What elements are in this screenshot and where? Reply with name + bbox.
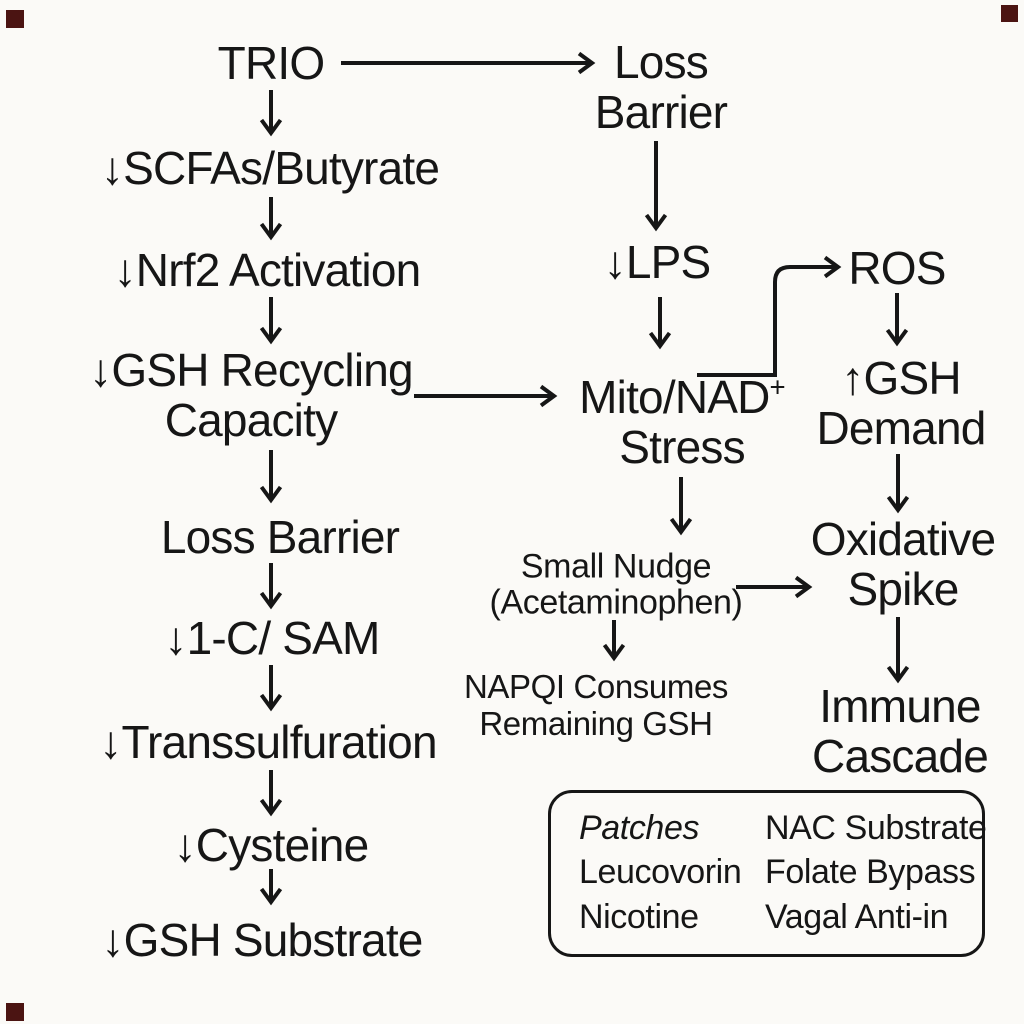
corner-artifact-mark-bottom-left [6,1003,24,1021]
node-oxidative-spike: Oxidative Spike [810,512,996,615]
corner-artifact-mark-top-right [1001,5,1018,22]
node-loss-barrier-top: Loss Barrier [594,35,728,138]
node-scfas-butyrate: ↓SCFAs/Butyrate [100,141,440,194]
patches-title: Patches [579,809,700,847]
nad-plus-superscript: + [769,371,786,403]
node-small-nudge-acetaminophen: Small Nudge (Acetaminophen) [489,547,743,621]
node-immune-cascade: Immune Cascade [812,679,989,782]
patches-legend-box: Patches NAC Substrate Leucovorin Folate … [548,790,987,957]
node-ros: ROS [848,241,946,294]
node-loss-barrier-left: Loss Barrier [160,510,400,563]
node-trio: TRIO [217,36,325,89]
arrow-mito-elbow-to-ros [697,255,842,377]
node-1c-sam: ↓1-C/ SAM [164,611,380,664]
patch-row-nac: Patches NAC Substrate [579,809,987,847]
patch-row-nicotine: Nicotine Vagal Anti-in [579,897,972,936]
patch-row-leucovorin: Leucovorin Folate Bypass [579,853,976,892]
node-nrf2-activation: ↓Nrf2 Activation [113,243,422,296]
node-gsh-recycling-capacity: ↓GSH Recycling Capacity [89,343,413,446]
node-cysteine: ↓Cysteine [173,818,370,871]
corner-artifact-mark-top-left [6,10,24,28]
patch-effect-leucovorin: Folate Bypass [765,853,976,892]
node-lps: ↓LPS [603,235,712,288]
node-mito-nad-stress: Mito/NAD+ Stress [579,370,786,473]
patch-effect-nicotine: Vagal Anti-in [765,897,949,936]
node-transsulfuration: ↓Transsulfuration [99,715,437,768]
node-gsh-substrate: ↓GSH Substrate [101,913,423,966]
patch-name-nicotine: Nicotine [579,897,699,936]
node-napqi-consumes-gsh: NAPQI Consumes Remaining GSH [464,668,728,742]
patch-name-leucovorin: Leucovorin [579,853,742,892]
node-gsh-demand: ↑GSH Demand [816,351,986,454]
patch-effect-nac: NAC Substrate [765,809,987,847]
